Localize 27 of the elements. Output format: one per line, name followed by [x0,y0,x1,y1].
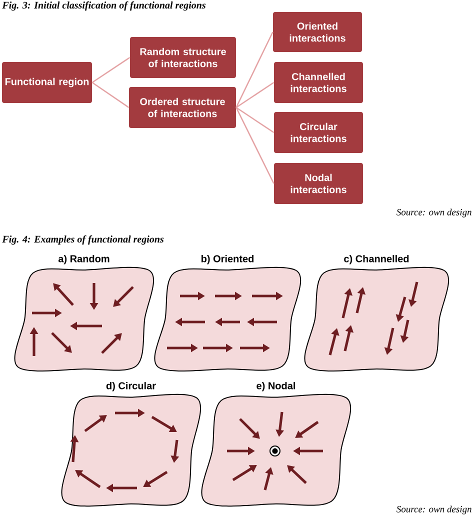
caption: Fig. 3: Initial classification of functional regions [2,1,206,11]
connector-line [92,56,130,84]
process-box: Circular interactions [274,112,363,153]
source-note: Source: own design [396,506,472,514]
process-box: Functional region [2,62,92,103]
node-label: e) Nodal [256,382,295,392]
region-drawing: c) Channelled [304,254,450,372]
node-label: b) Oriented [201,254,254,264]
process-box: Oriented interactions [273,12,362,52]
source-note: Source: own design [396,208,472,218]
connector-line [236,82,274,108]
caption: Fig. 4: Examples of functional regions [2,235,164,245]
node-label: a) Random [58,254,110,264]
region-drawing: b) Oriented [154,254,302,372]
connector-line [236,107,274,184]
connector-line [92,82,130,108]
region-drawing: e) Nodal [201,382,352,507]
node-label: d) Circular [106,382,156,392]
process-box: Nodal interactions [274,163,363,204]
process-box: Ordered structure of interactions [129,87,236,128]
region-drawing: a) Random [14,254,154,372]
process-box: Channelled interactions [274,62,363,103]
connector-line [236,32,274,108]
connector-line [236,106,274,134]
node-label: c) Channelled [344,254,409,264]
process-box: Random structure of interactions [130,37,236,78]
region-drawing: d) Circular [61,382,202,507]
